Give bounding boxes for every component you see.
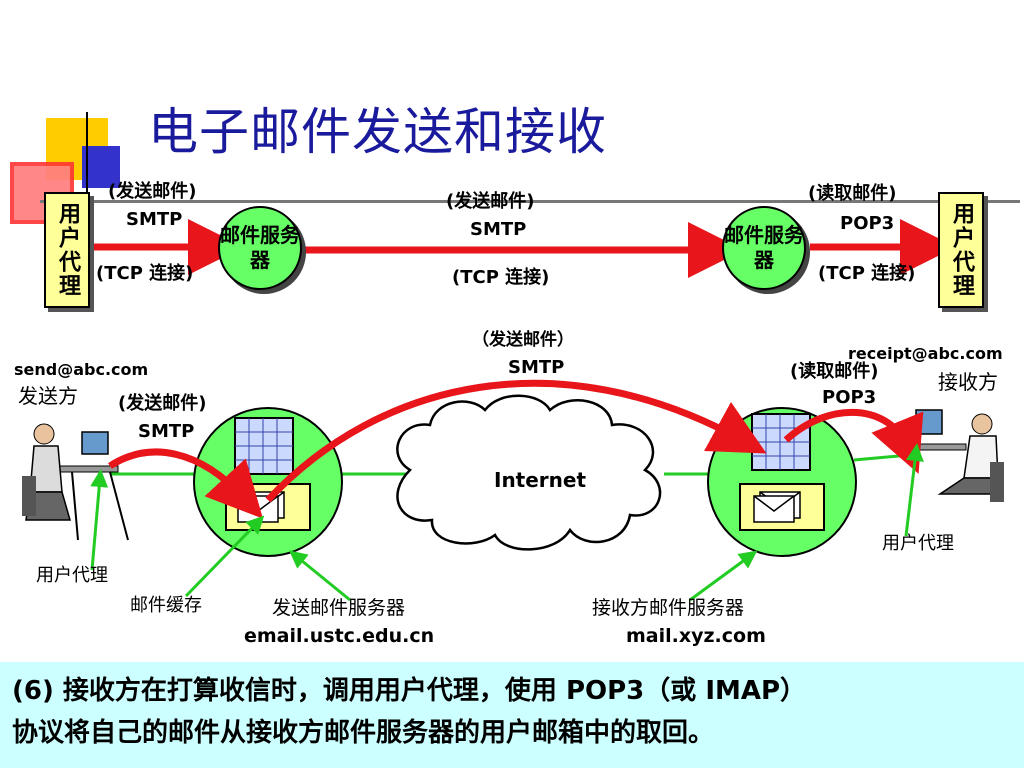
mailbox-icon-right [739,483,825,531]
pointer-recv-server [689,550,758,602]
recv-server-host: mail.xyz.com [626,625,766,647]
top-arrow1-protocol: SMTP [126,209,183,230]
server-building-icon-right [751,413,811,471]
link-receiver [853,453,911,462]
recv-server-name: 接收方邮件服务器 [592,597,745,619]
pointer-send-server [289,550,351,602]
ua-right-label: 用户代理 [882,533,954,554]
top-arrow3-action: (读取邮件) [808,183,897,204]
top-arrow3-conn: (TCP 连接) [818,263,916,284]
caption-text: (6) 接收方在打算收信时，调用用户代理，使用 POP3（或 IMAP） 协议将… [12,670,806,754]
deco-vertical-line [86,112,88,224]
server-building-icon-left [234,417,294,475]
top-arrow1-action: (发送邮件) [108,181,197,202]
caption-line-1: (6) 接收方在打算收信时，调用用户代理，使用 POP3（或 IMAP） [12,676,807,706]
top-arrow2-conn: (TCP 连接) [452,267,550,288]
send-server-host: email.ustc.edu.cn [244,625,435,647]
right-read-protocol: POP3 [822,387,877,408]
internet-cloud-icon [396,394,662,551]
caption-line-2: 协议将自己的邮件从接收方邮件服务器的用户邮箱中的取回。 [12,718,715,748]
internet-label: Internet [494,468,587,492]
receiver-address: receipt@abc.com [848,344,1003,363]
curve-server-to-receiver [783,408,924,474]
diagram-canvas [22,219,1004,602]
curve-server-to-server [265,379,767,503]
ua-left-label: 用户代理 [36,565,108,586]
top-arrow2-protocol: SMTP [470,219,527,240]
page-title: 电子邮件发送和接收 [148,103,607,161]
sender-address: send@abc.com [14,360,149,379]
right-read-action: (读取邮件) [790,361,879,382]
deco-square-blue [82,146,120,188]
top-user-agent-left: 用户代理 [44,192,90,308]
top-arrow2-action: (发送邮件) [446,191,535,212]
send-server-name: 发送邮件服务器 [272,597,406,619]
receiver-label: 接收方 [938,370,998,394]
sender-person-icon [22,423,129,541]
pointer-ua-right [904,443,924,537]
top-mail-server-right: 邮件服务器 [722,206,806,290]
top-arrow3-protocol: POP3 [840,213,895,234]
top-user-agent-right: 用户代理 [938,192,984,308]
middle-send-protocol: SMTP [508,357,565,378]
sender-label: 发送方 [18,384,78,408]
middle-send-action: （发送邮件） [472,330,574,350]
left-send-action: (发送邮件) [118,393,207,414]
top-arrow1-conn: (TCP 连接) [96,263,194,284]
top-mail-server-left: 邮件服务器 [218,206,302,290]
pointer-ua-left [90,469,109,571]
pointer-mail-cache [184,515,265,598]
receiver-person-icon [907,409,1004,502]
deco-horizontal-line [40,200,1020,203]
curve-sender-to-server [108,448,263,519]
left-send-protocol: SMTP [138,421,195,442]
caption-panel: (6) 接收方在打算收信时，调用用户代理，使用 POP3（或 IMAP） 协议将… [0,662,1024,768]
mail-cache-label: 邮件缓存 [130,595,202,616]
